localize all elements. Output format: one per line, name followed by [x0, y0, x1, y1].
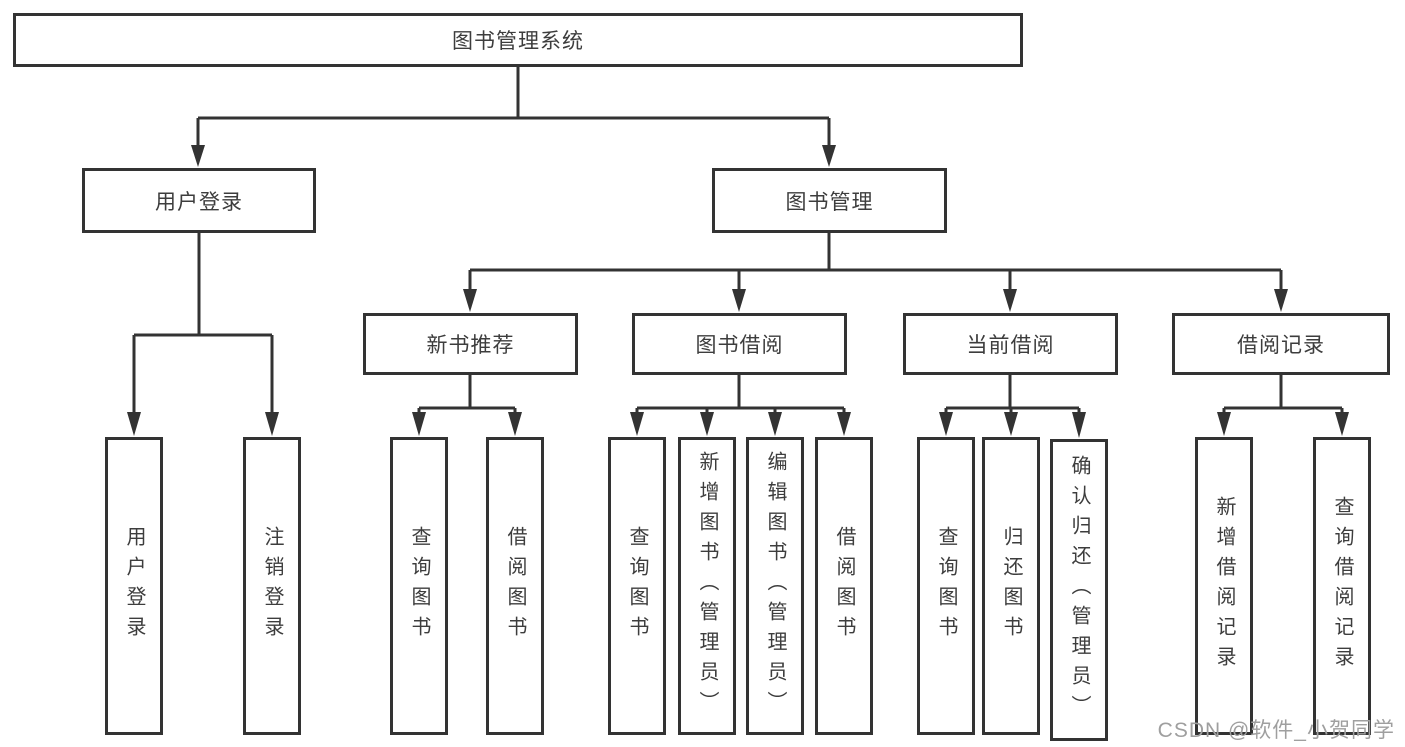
arrow-icon	[412, 412, 426, 436]
node-borrow-records-label: 借阅记录	[1237, 334, 1325, 357]
connector-root-split	[196, 67, 831, 146]
leaf-add-borrow-record: 新增借阅记录	[1195, 437, 1253, 735]
node-root-label: 图书管理系统	[452, 30, 584, 53]
leaf-borrow-books-label: 借阅图书	[833, 526, 855, 646]
arrow-icon	[1004, 412, 1018, 436]
connector-book-borrow-split	[635, 375, 846, 414]
arrow-icon	[463, 289, 477, 312]
leaf-add-books-admin-label: 新增图书（管理员）	[696, 451, 718, 721]
leaf-add-books-admin: 新增图书（管理员）	[678, 437, 736, 735]
leaf-query-books-borrow-label: 查询图书	[626, 526, 648, 646]
node-book-borrow: 图书借阅	[632, 313, 847, 375]
connector-records-split	[1222, 375, 1344, 414]
leaf-confirm-return-admin: 确认归还（管理员）	[1050, 439, 1108, 741]
leaf-query-books-current: 查询图书	[917, 437, 975, 735]
leaf-user-login: 用户登录	[105, 437, 163, 735]
node-book-management: 图书管理	[712, 168, 947, 233]
leaf-query-books-recommend: 查询图书	[390, 437, 448, 735]
watermark-text: CSDN @软件_小贺同学	[1157, 719, 1395, 742]
leaf-logout: 注销登录	[243, 437, 301, 735]
leaf-borrow-books-recommend: 借阅图书	[486, 437, 544, 735]
arrow-icon	[939, 412, 953, 436]
leaf-edit-books-admin-label: 编辑图书（管理员）	[764, 451, 786, 721]
arrow-icon	[822, 145, 836, 167]
leaf-edit-books-admin: 编辑图书（管理员）	[746, 437, 804, 735]
leaf-query-books-borrow: 查询图书	[608, 437, 666, 735]
arrow-icon	[700, 412, 714, 436]
arrow-icon	[1003, 289, 1017, 312]
node-user-login: 用户登录	[82, 168, 316, 233]
leaf-logout-label: 注销登录	[261, 526, 283, 646]
node-root: 图书管理系统	[13, 13, 1023, 67]
leaf-return-books: 归还图书	[982, 437, 1040, 735]
arrowheads	[127, 145, 1349, 438]
arrow-icon	[508, 412, 522, 436]
connector-book-mgmt-split	[468, 233, 1283, 291]
arrow-icon	[630, 412, 644, 436]
node-new-book-recommend-label: 新书推荐	[426, 334, 515, 357]
arrow-icon	[265, 412, 279, 436]
arrow-icon	[768, 412, 782, 436]
leaf-query-books-recommend-label: 查询图书	[408, 526, 430, 646]
arrow-icon	[1072, 412, 1086, 438]
leaf-user-login-label: 用户登录	[123, 526, 145, 646]
node-user-login-label: 用户登录	[155, 190, 243, 214]
node-new-book-recommend: 新书推荐	[363, 313, 578, 375]
arrow-icon	[837, 412, 851, 436]
connector-user-login-split	[132, 233, 274, 414]
leaf-confirm-return-admin-label: 确认归还（管理员）	[1068, 455, 1090, 725]
leaf-query-borrow-record: 查询借阅记录	[1313, 437, 1371, 735]
arrow-icon	[1217, 412, 1231, 436]
connector-current-borrow-split	[944, 375, 1081, 414]
node-book-borrow-label: 图书借阅	[695, 334, 784, 357]
connector-new-book-split	[417, 375, 517, 414]
leaf-add-borrow-record-label: 新增借阅记录	[1213, 496, 1235, 676]
leaf-return-books-label: 归还图书	[1000, 526, 1022, 646]
arrow-icon	[1274, 289, 1288, 312]
node-borrow-records: 借阅记录	[1172, 313, 1390, 375]
leaf-borrow-books-recommend-label: 借阅图书	[504, 526, 526, 646]
node-current-borrow: 当前借阅	[903, 313, 1118, 375]
arrow-icon	[732, 289, 746, 312]
arrow-icon	[127, 412, 141, 436]
arrow-icon	[1335, 412, 1349, 436]
arrow-icon	[191, 145, 205, 167]
leaf-borrow-books: 借阅图书	[815, 437, 873, 735]
leaf-query-borrow-record-label: 查询借阅记录	[1331, 496, 1353, 676]
node-book-management-label: 图书管理	[785, 190, 874, 214]
leaf-query-books-current-label: 查询图书	[935, 526, 957, 646]
node-current-borrow-label: 当前借阅	[966, 334, 1055, 357]
